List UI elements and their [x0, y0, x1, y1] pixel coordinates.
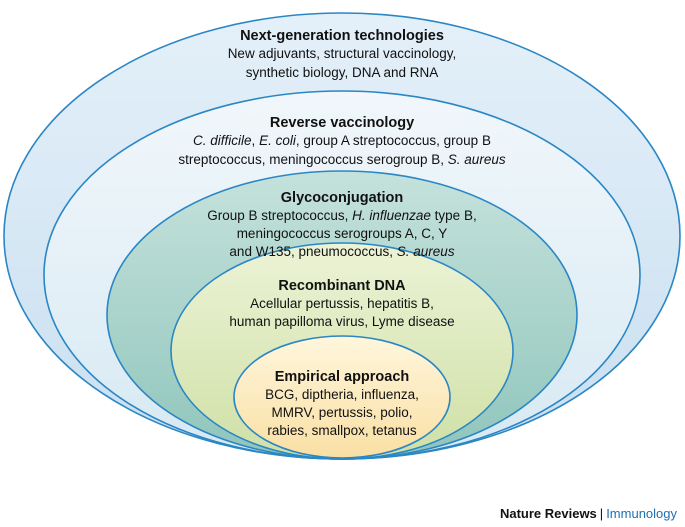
ring-title-recombinant-dna: Recombinant DNA [278, 278, 406, 294]
ring-line-segment: C. difficile [193, 133, 252, 148]
ring-line-segment: E. coli [259, 133, 297, 148]
ring-line-empirical-approach-3: rabies, smallpox, tetanus [267, 423, 417, 438]
ring-line-reverse-vaccinology-2: streptococcus, meningococcus serogroup B… [178, 152, 505, 167]
ring-line-glycoconjugation-1: Group B streptococcus, H. influenzae typ… [207, 208, 476, 223]
ring-line-segment: , [252, 133, 260, 148]
ring-line-segment: Acellular pertussis, hepatitis B, [250, 296, 434, 311]
ring-line-segment: New adjuvants, structural vaccinology, [228, 46, 457, 61]
ring-line-segment: human papilloma virus, Lyme disease [229, 314, 454, 329]
journal-name: Immunology [606, 506, 677, 521]
ring-line-glycoconjugation-2: meningococcus serogroups A, C, Y [237, 226, 448, 241]
credit-separator: | [599, 506, 604, 521]
ring-empirical-approach [233, 335, 451, 459]
ring-line-segment: and W135, pneumococcus, [229, 244, 396, 259]
ring-line-segment: type B, [431, 208, 477, 223]
ring-line-reverse-vaccinology-1: C. difficile, E. coli, group A streptoco… [193, 133, 491, 148]
ring-title-reverse-vaccinology: Reverse vaccinology [270, 115, 414, 131]
ring-line-segment: S. aureus [448, 152, 506, 167]
ring-line-next-generation-2: synthetic biology, DNA and RNA [246, 65, 439, 80]
ring-line-segment: Group B streptococcus, [207, 208, 352, 223]
ring-ellipses [3, 12, 681, 460]
ring-line-segment: , group A streptococcus, group B [296, 133, 491, 148]
ring-line-empirical-approach-1: BCG, diptheria, influenza, [265, 387, 419, 402]
ring-title-next-generation: Next-generation technologies [240, 28, 444, 44]
ring-title-empirical-approach: Empirical approach [275, 369, 410, 385]
ring-line-segment: meningococcus serogroups A, C, Y [237, 226, 448, 241]
ring-line-segment: rabies, smallpox, tetanus [267, 423, 417, 438]
ring-line-next-generation-1: New adjuvants, structural vaccinology, [228, 46, 457, 61]
ring-line-segment: S. aureus [397, 244, 455, 259]
ring-line-segment: H. influenzae [352, 208, 431, 223]
ring-line-segment: synthetic biology, DNA and RNA [246, 65, 439, 80]
ring-line-segment: BCG, diptheria, influenza, [265, 387, 419, 402]
ring-line-glycoconjugation-3: and W135, pneumococcus, S. aureus [229, 244, 454, 259]
ring-line-segment: streptococcus, meningococcus serogroup B… [178, 152, 447, 167]
journal-credit: Nature Reviews|Immunology [500, 506, 677, 521]
ring-title-glycoconjugation: Glycoconjugation [281, 190, 403, 206]
ring-line-recombinant-dna-1: Acellular pertussis, hepatitis B, [250, 296, 434, 311]
publisher-name: Nature Reviews [499, 506, 597, 521]
ring-line-recombinant-dna-2: human papilloma virus, Lyme disease [229, 314, 454, 329]
ring-line-segment: MMRV, pertussis, polio, [271, 405, 412, 420]
ring-line-empirical-approach-2: MMRV, pertussis, polio, [271, 405, 412, 420]
